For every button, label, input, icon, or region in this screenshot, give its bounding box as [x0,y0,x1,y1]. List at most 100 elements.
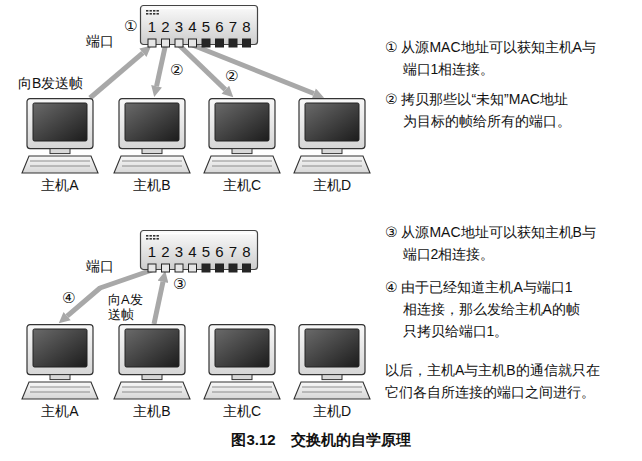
keyboard-keys [302,392,362,393]
keyboard [22,156,98,173]
host-label: 主机B [133,177,170,193]
switch-box: 端口12345678 [140,230,258,270]
text-holder: ② 拷贝那些以“未知”MAC地址 为目标的帧给所有的端口。 [385,88,630,132]
monitor-stand [322,149,342,154]
computer-icon [18,98,102,174]
text-holder: 5 [198,244,214,260]
keyboard-keys [212,392,272,393]
port-socket [162,39,170,47]
host-label: 主机C [223,403,261,419]
monitor-screen [33,329,87,367]
host-computer: 主机C [200,324,284,420]
port-number: 4 [185,19,201,35]
monitor-body [119,325,185,375]
host-computer: 主机C [200,98,284,194]
keyboard [204,156,280,173]
text-holder: ④ 由于已经知道主机A与端口1 相连接，那么发给主机A的帧 只拷贝给端口1。 [385,276,630,342]
text-holder: 8 [239,19,255,35]
status-light [146,235,148,237]
monitor-stand [142,375,162,380]
port-number: 3 [171,244,187,260]
status-light [157,235,159,237]
host-computer: 主机D [290,98,374,194]
port-number: 1 [144,19,160,35]
status-light [157,13,159,15]
monitor-body [209,99,275,149]
text-holder: ① [124,18,137,34]
text-holder: 5 [198,19,214,35]
switch-illustration [140,230,258,278]
keyboard [294,156,370,173]
text-holder: 1 [144,244,160,260]
monitor-body [209,325,275,375]
host-computer: 主机B [110,324,194,420]
port-number: 7 [225,244,241,260]
arrow-connector [179,45,225,90]
monitor-screen [33,103,87,141]
monitor-screen [125,103,179,141]
port-socket [243,39,251,47]
text-holder: 端口 [86,258,114,274]
status-light [153,10,155,12]
port-socket [202,264,210,272]
status-light [146,13,148,15]
monitor-stand [50,149,70,154]
monitor-stand [50,375,70,380]
switch-illustration [140,5,258,53]
text-holder: 端口 [86,33,114,49]
status-light [157,10,159,12]
port-number: 8 [239,19,255,35]
keyboard-keys [30,161,90,162]
host-label: 主机C [223,177,261,193]
text-holder: 2 [158,244,174,260]
port-number: 6 [212,244,228,260]
edge-label: 向A发 送帧 [108,292,152,322]
text-holder: 3 [171,244,187,260]
edge-label: 向B发送帧 [18,74,83,92]
switch-body [141,6,258,45]
callout-number: ③ [173,276,186,292]
text-holder: 6 [212,244,228,260]
port-socket [189,264,197,272]
monitor-screen [125,329,179,367]
host-computer: 主机D [290,324,374,420]
note-text: 以后，主机A与主机B的通信就只在 它们各自所连接的端口之间进行。 [385,359,630,403]
host-computer: 主机B [110,98,194,194]
host-computer: 主机A [18,324,102,420]
port-socket [189,39,197,47]
monitor-body [299,99,365,149]
port-number: 6 [212,19,228,35]
arrow-connector [157,45,166,86]
port-socket [243,264,251,272]
keyboard [114,156,190,173]
keyboard-keys [30,166,90,167]
port-number: 5 [198,244,214,260]
text-holder: 1 [144,19,160,35]
port-number: 1 [144,244,160,260]
port-number: 7 [225,19,241,35]
port-socket [202,39,210,47]
host-computer: 主机A [18,98,102,194]
text-holder: 2 [158,19,174,35]
switch-box: 端口12345678 [140,5,258,45]
keyboard [22,382,98,399]
keyboard-keys [212,161,272,162]
status-light [146,238,148,240]
status-light [150,238,152,240]
keyboard [114,382,190,399]
text-holder: 图3.12 交换机的自学原理 [0,430,642,450]
text-holder: 主机A [18,324,102,420]
text-holder: ③ [173,276,186,292]
status-light [150,10,152,12]
note-text: ① 从源MAC地址可以获知主机A与 端口1相连接。 [385,36,630,80]
host-label: 主机B [133,403,170,419]
text-holder: ④ [62,290,75,306]
port-number: 3 [171,19,187,35]
text-holder: 主机D [290,324,374,420]
text-holder: 以后，主机A与主机B的通信就只在 它们各自所连接的端口之间进行。 [385,359,630,403]
note-text: ③ 从源MAC地址可以获知主机B与 端口2相连接。 [385,221,630,265]
monitor-screen [305,329,359,367]
keyboard-keys [302,387,362,388]
port-number: 2 [158,19,174,35]
status-light [153,13,155,15]
